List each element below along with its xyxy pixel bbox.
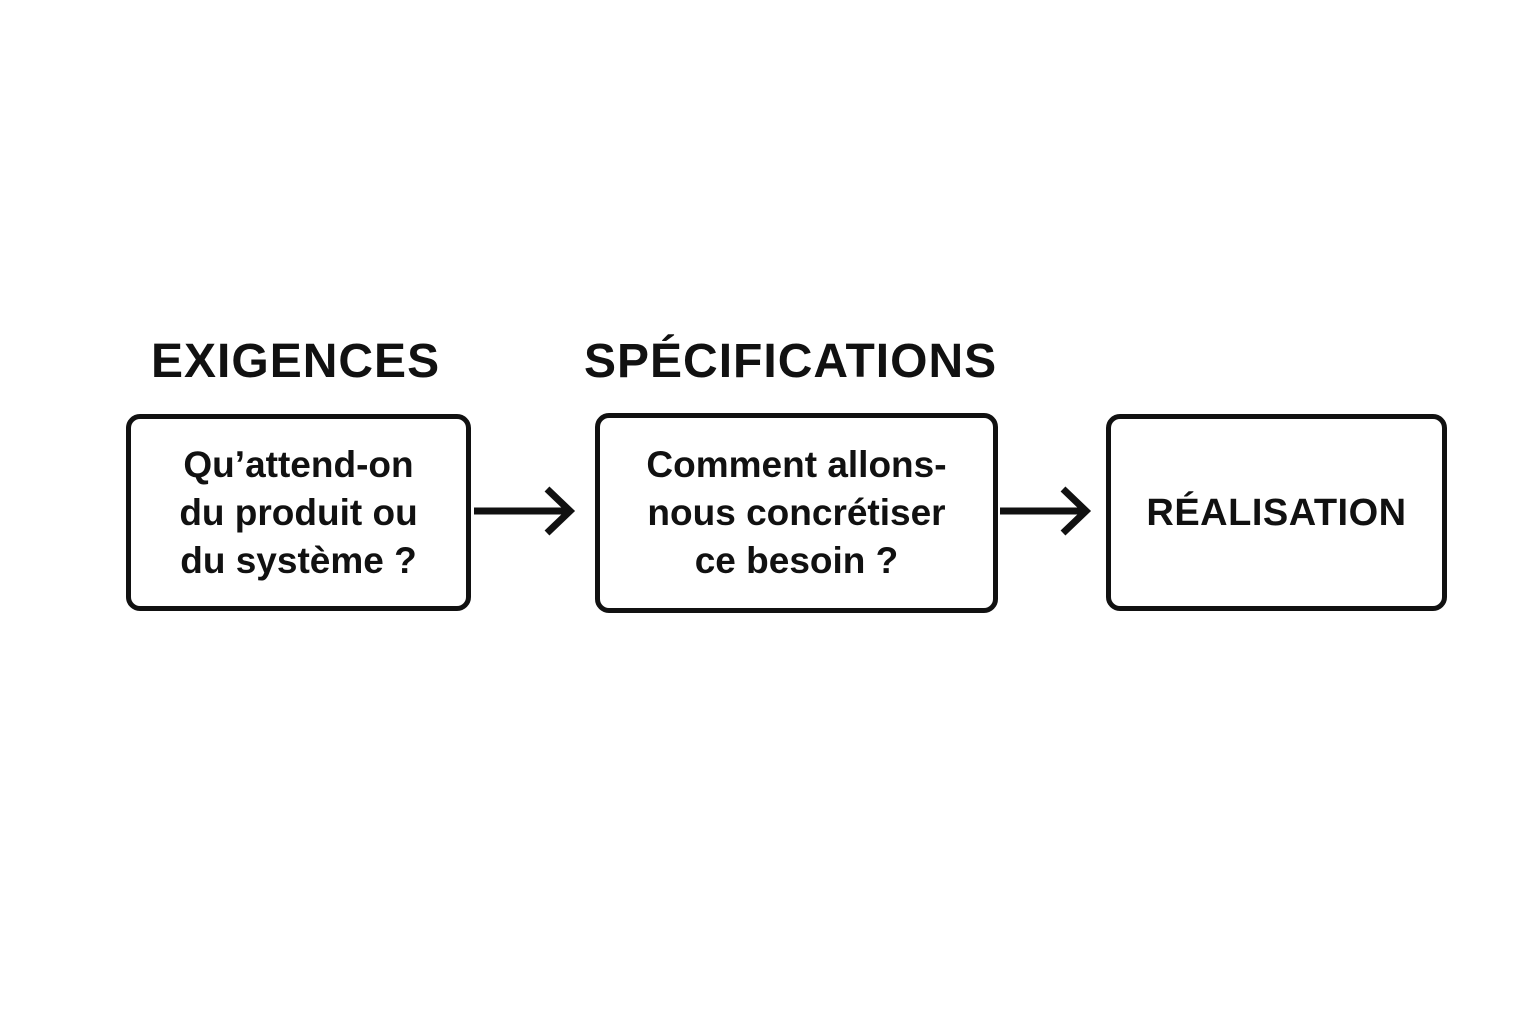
box-realisation: RÉALISATION — [1106, 414, 1447, 611]
right-arrow-icon — [474, 486, 576, 536]
stage-heading-exigences: EXIGENCES — [151, 335, 441, 388]
box-specifications-line-2: nous concrétiser — [647, 492, 946, 533]
stage-heading-specifications: SPÉCIFICATIONS — [584, 335, 998, 388]
box-exigences-line-3: du système ? — [180, 539, 417, 581]
box-exigences-line-1: Qu’attend-on — [183, 443, 414, 485]
box-specifications-line-1: Comment allons- — [646, 444, 947, 485]
box-realisation-label: RÉALISATION — [1146, 491, 1407, 534]
box-exigences: Qu’attend-on du produit ou du système ? — [126, 414, 471, 611]
box-exigences-line-2: du produit ou — [179, 491, 418, 533]
box-specifications: Comment allons- nous concrétiser ce beso… — [595, 413, 998, 613]
right-arrow-icon — [1000, 486, 1092, 536]
box-specifications-line-3: ce besoin ? — [694, 540, 899, 581]
